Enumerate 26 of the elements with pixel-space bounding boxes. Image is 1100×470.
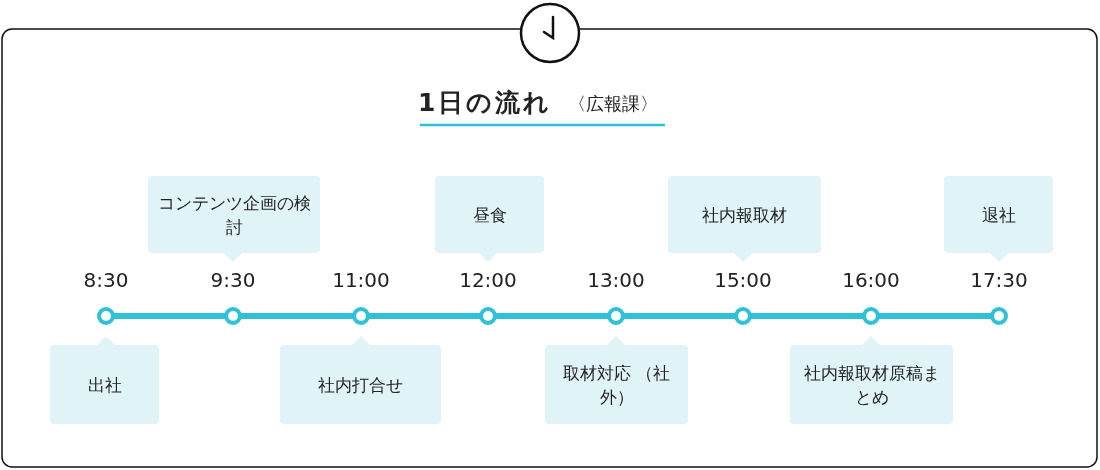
time-label: 16:00 bbox=[841, 268, 901, 292]
speech-bubble bbox=[148, 176, 320, 262]
speech-bubble bbox=[50, 336, 159, 424]
speech-bubble bbox=[280, 336, 441, 424]
time-label: 11:00 bbox=[331, 268, 391, 292]
bubble-text: 社内打合せ bbox=[317, 373, 404, 397]
bubble-text: 取材対応 （社外） bbox=[561, 361, 672, 409]
subtitle: 〈広報課〉 bbox=[568, 92, 658, 116]
time-label: 9:30 bbox=[209, 268, 257, 292]
bubble-text: 昼食 bbox=[471, 203, 508, 227]
bubble-text: 出社 bbox=[86, 373, 123, 397]
diagram-title: 1日の流れ bbox=[418, 87, 553, 119]
bubble-text: コンテンツ企画の検討 bbox=[156, 191, 312, 239]
bubble-text: 社内報取材原稿まとめ bbox=[802, 361, 941, 409]
speech-bubble bbox=[668, 176, 821, 262]
speech-bubble bbox=[545, 336, 688, 424]
time-label: 12:00 bbox=[458, 268, 518, 292]
time-label: 13:00 bbox=[586, 268, 646, 292]
time-label: 17:30 bbox=[969, 268, 1029, 292]
bubble-text: 社内報取材 bbox=[701, 203, 788, 227]
speech-bubble bbox=[790, 336, 953, 424]
bubble-text: 退社 bbox=[980, 203, 1017, 227]
time-label: 15:00 bbox=[713, 268, 773, 292]
speech-bubble bbox=[944, 176, 1053, 262]
speech-bubble bbox=[435, 176, 544, 262]
time-label: 8:30 bbox=[82, 268, 130, 292]
